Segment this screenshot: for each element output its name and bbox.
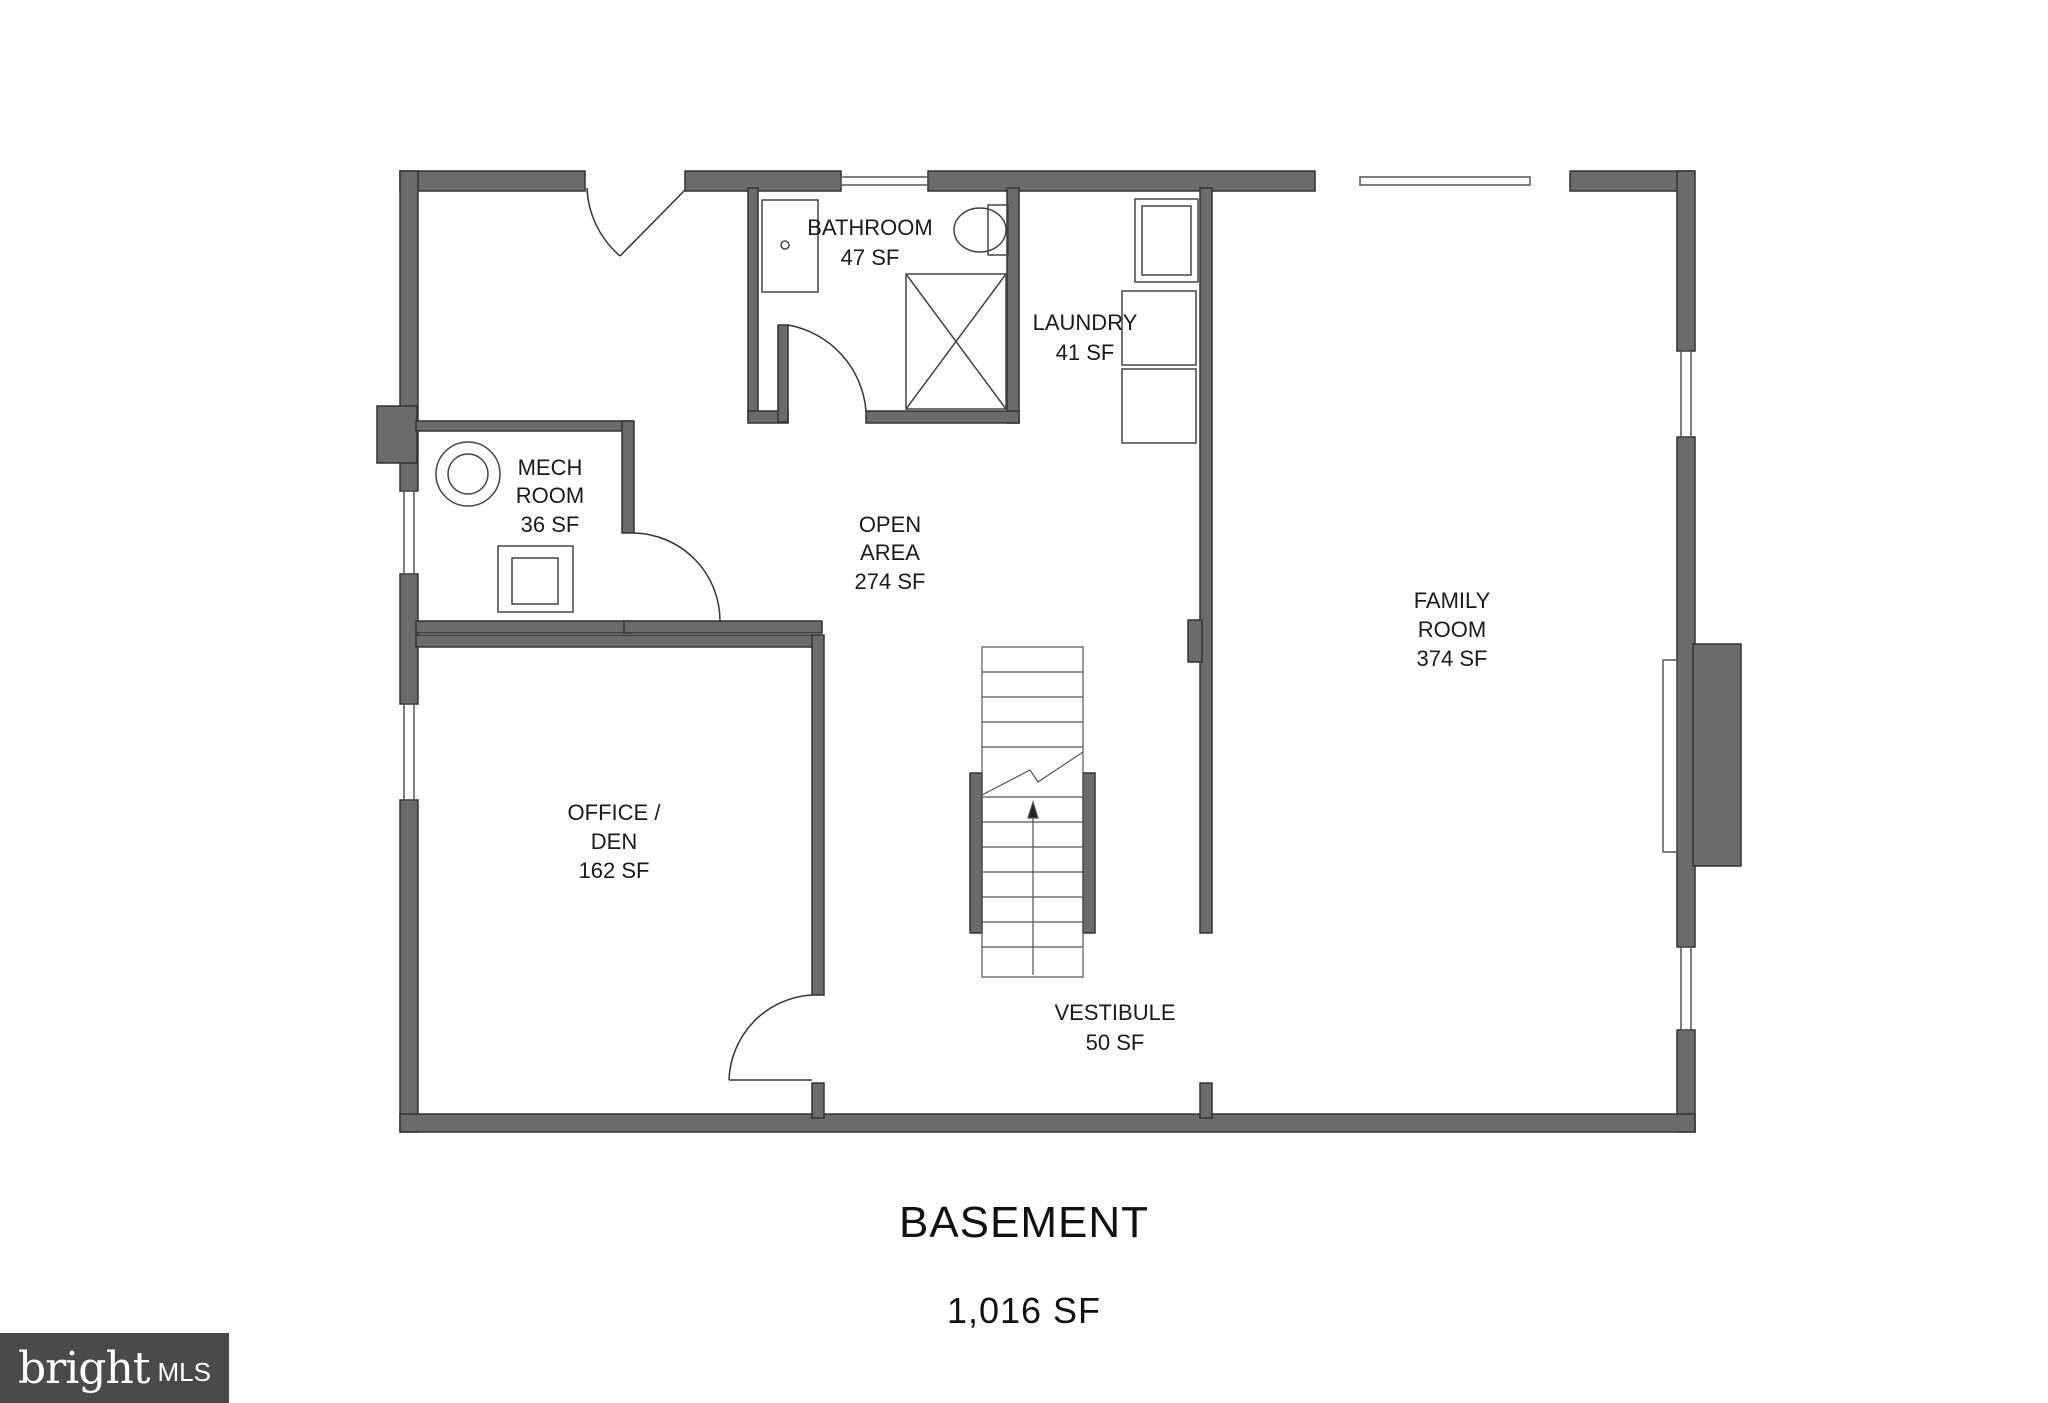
wall-top-middle bbox=[684, 170, 842, 192]
brand-watermark: bright MLS bbox=[0, 1333, 229, 1403]
office-name-line2: DEN bbox=[591, 829, 637, 854]
open-area-name-line2: AREA bbox=[860, 540, 920, 565]
furnace-inner bbox=[511, 557, 559, 605]
window-right-upper bbox=[1680, 350, 1692, 438]
laundry-name: LAUNDRY bbox=[1033, 310, 1138, 335]
laundry-area: 41 SF bbox=[1056, 340, 1115, 365]
washer bbox=[1121, 290, 1197, 366]
window-top-family bbox=[1359, 176, 1531, 186]
wall-bath-right bbox=[1006, 187, 1020, 424]
wall-family-divider bbox=[1199, 187, 1213, 934]
hearth bbox=[1662, 659, 1678, 853]
door-bath-swing bbox=[787, 324, 867, 412]
wall-mech-bottom bbox=[415, 620, 632, 634]
toilet-tank bbox=[987, 204, 1009, 256]
wall-family-divider-stub bbox=[1187, 619, 1203, 663]
wall-top-left bbox=[399, 170, 586, 192]
mls-logo-text: MLS bbox=[157, 1356, 211, 1387]
stair-rail-right bbox=[1082, 772, 1096, 934]
wall-office-right-bottom bbox=[811, 1082, 825, 1119]
stair-break-line bbox=[981, 751, 1084, 796]
bathroom-area: 47 SF bbox=[841, 245, 900, 270]
water-heater-inner bbox=[447, 453, 489, 495]
shower-x-b bbox=[905, 273, 1007, 410]
dryer bbox=[1121, 368, 1197, 444]
wall-bath-bottom bbox=[865, 410, 1020, 424]
wall-bottom bbox=[399, 1113, 1696, 1133]
window-right-lower bbox=[1680, 946, 1692, 1031]
mech-name-line2: ROOM bbox=[516, 483, 584, 508]
vestibule-area: 50 SF bbox=[1086, 1030, 1145, 1055]
wall-bath-inner bbox=[777, 324, 789, 423]
window-left-mech bbox=[403, 490, 415, 575]
staircase bbox=[981, 646, 1084, 978]
plan-total-area: 1,016 SF bbox=[946, 1290, 1102, 1331]
window-left-office bbox=[403, 703, 415, 801]
vestibule-name: VESTIBULE bbox=[1054, 1000, 1175, 1025]
wall-family-divider-bottom bbox=[1199, 1082, 1213, 1119]
doors bbox=[586, 187, 867, 1081]
door-office-swing bbox=[728, 994, 813, 1081]
family-name-line1: FAMILY bbox=[1414, 588, 1491, 613]
brand-logo-text: bright bbox=[18, 1342, 150, 1394]
windows bbox=[403, 176, 1692, 1031]
fireplace bbox=[1692, 643, 1742, 867]
shower bbox=[905, 273, 1007, 410]
door-entry-swing bbox=[586, 187, 621, 257]
laundry-sink-basin bbox=[1141, 205, 1192, 276]
door-mech-swing bbox=[633, 532, 721, 622]
mech-name-line1: MECH bbox=[518, 455, 583, 480]
laundry-sink bbox=[1134, 198, 1199, 283]
water-heater-icon bbox=[435, 441, 501, 507]
open-area-name-line1: OPEN bbox=[859, 512, 921, 537]
office-area: 162 SF bbox=[579, 858, 650, 883]
wall-office-top bbox=[415, 634, 822, 648]
furnace bbox=[497, 545, 574, 613]
bath-sink bbox=[761, 199, 819, 293]
toilet-icon bbox=[953, 207, 1007, 253]
family-name-line2: ROOM bbox=[1418, 617, 1486, 642]
fixtures bbox=[435, 198, 1199, 613]
walls bbox=[376, 170, 1742, 1133]
stair-arrow-icon bbox=[1027, 799, 1039, 819]
room-labels: BATHROOM 47 SF LAUNDRY 41 SF MECH ROOM 3… bbox=[516, 215, 1491, 1055]
mech-area: 36 SF bbox=[521, 512, 580, 537]
wall-right-upper bbox=[1676, 170, 1696, 352]
wall-top-right-b bbox=[1569, 170, 1694, 192]
wall-top-right-a bbox=[927, 170, 1316, 192]
wall-mech-right bbox=[621, 420, 635, 534]
sink-tap-icon bbox=[780, 240, 790, 250]
family-area: 374 SF bbox=[1417, 646, 1488, 671]
wall-left-lower bbox=[399, 799, 419, 1133]
stair-rail-left bbox=[969, 772, 983, 934]
wall-office-right bbox=[811, 634, 825, 996]
wall-bath-left bbox=[747, 187, 759, 421]
wall-left-bump bbox=[376, 405, 418, 464]
window-top-bath bbox=[840, 176, 930, 186]
wall-mech-top bbox=[415, 420, 633, 432]
bathroom-name: BATHROOM bbox=[807, 215, 932, 240]
stair-outline bbox=[981, 646, 1084, 978]
office-name-line1: OFFICE / bbox=[568, 800, 662, 825]
plan-title: BASEMENT bbox=[898, 1198, 1150, 1247]
door-entry-leaf bbox=[619, 189, 686, 257]
wall-mech-bottom-right bbox=[623, 620, 823, 634]
open-area-area: 274 SF bbox=[855, 569, 926, 594]
